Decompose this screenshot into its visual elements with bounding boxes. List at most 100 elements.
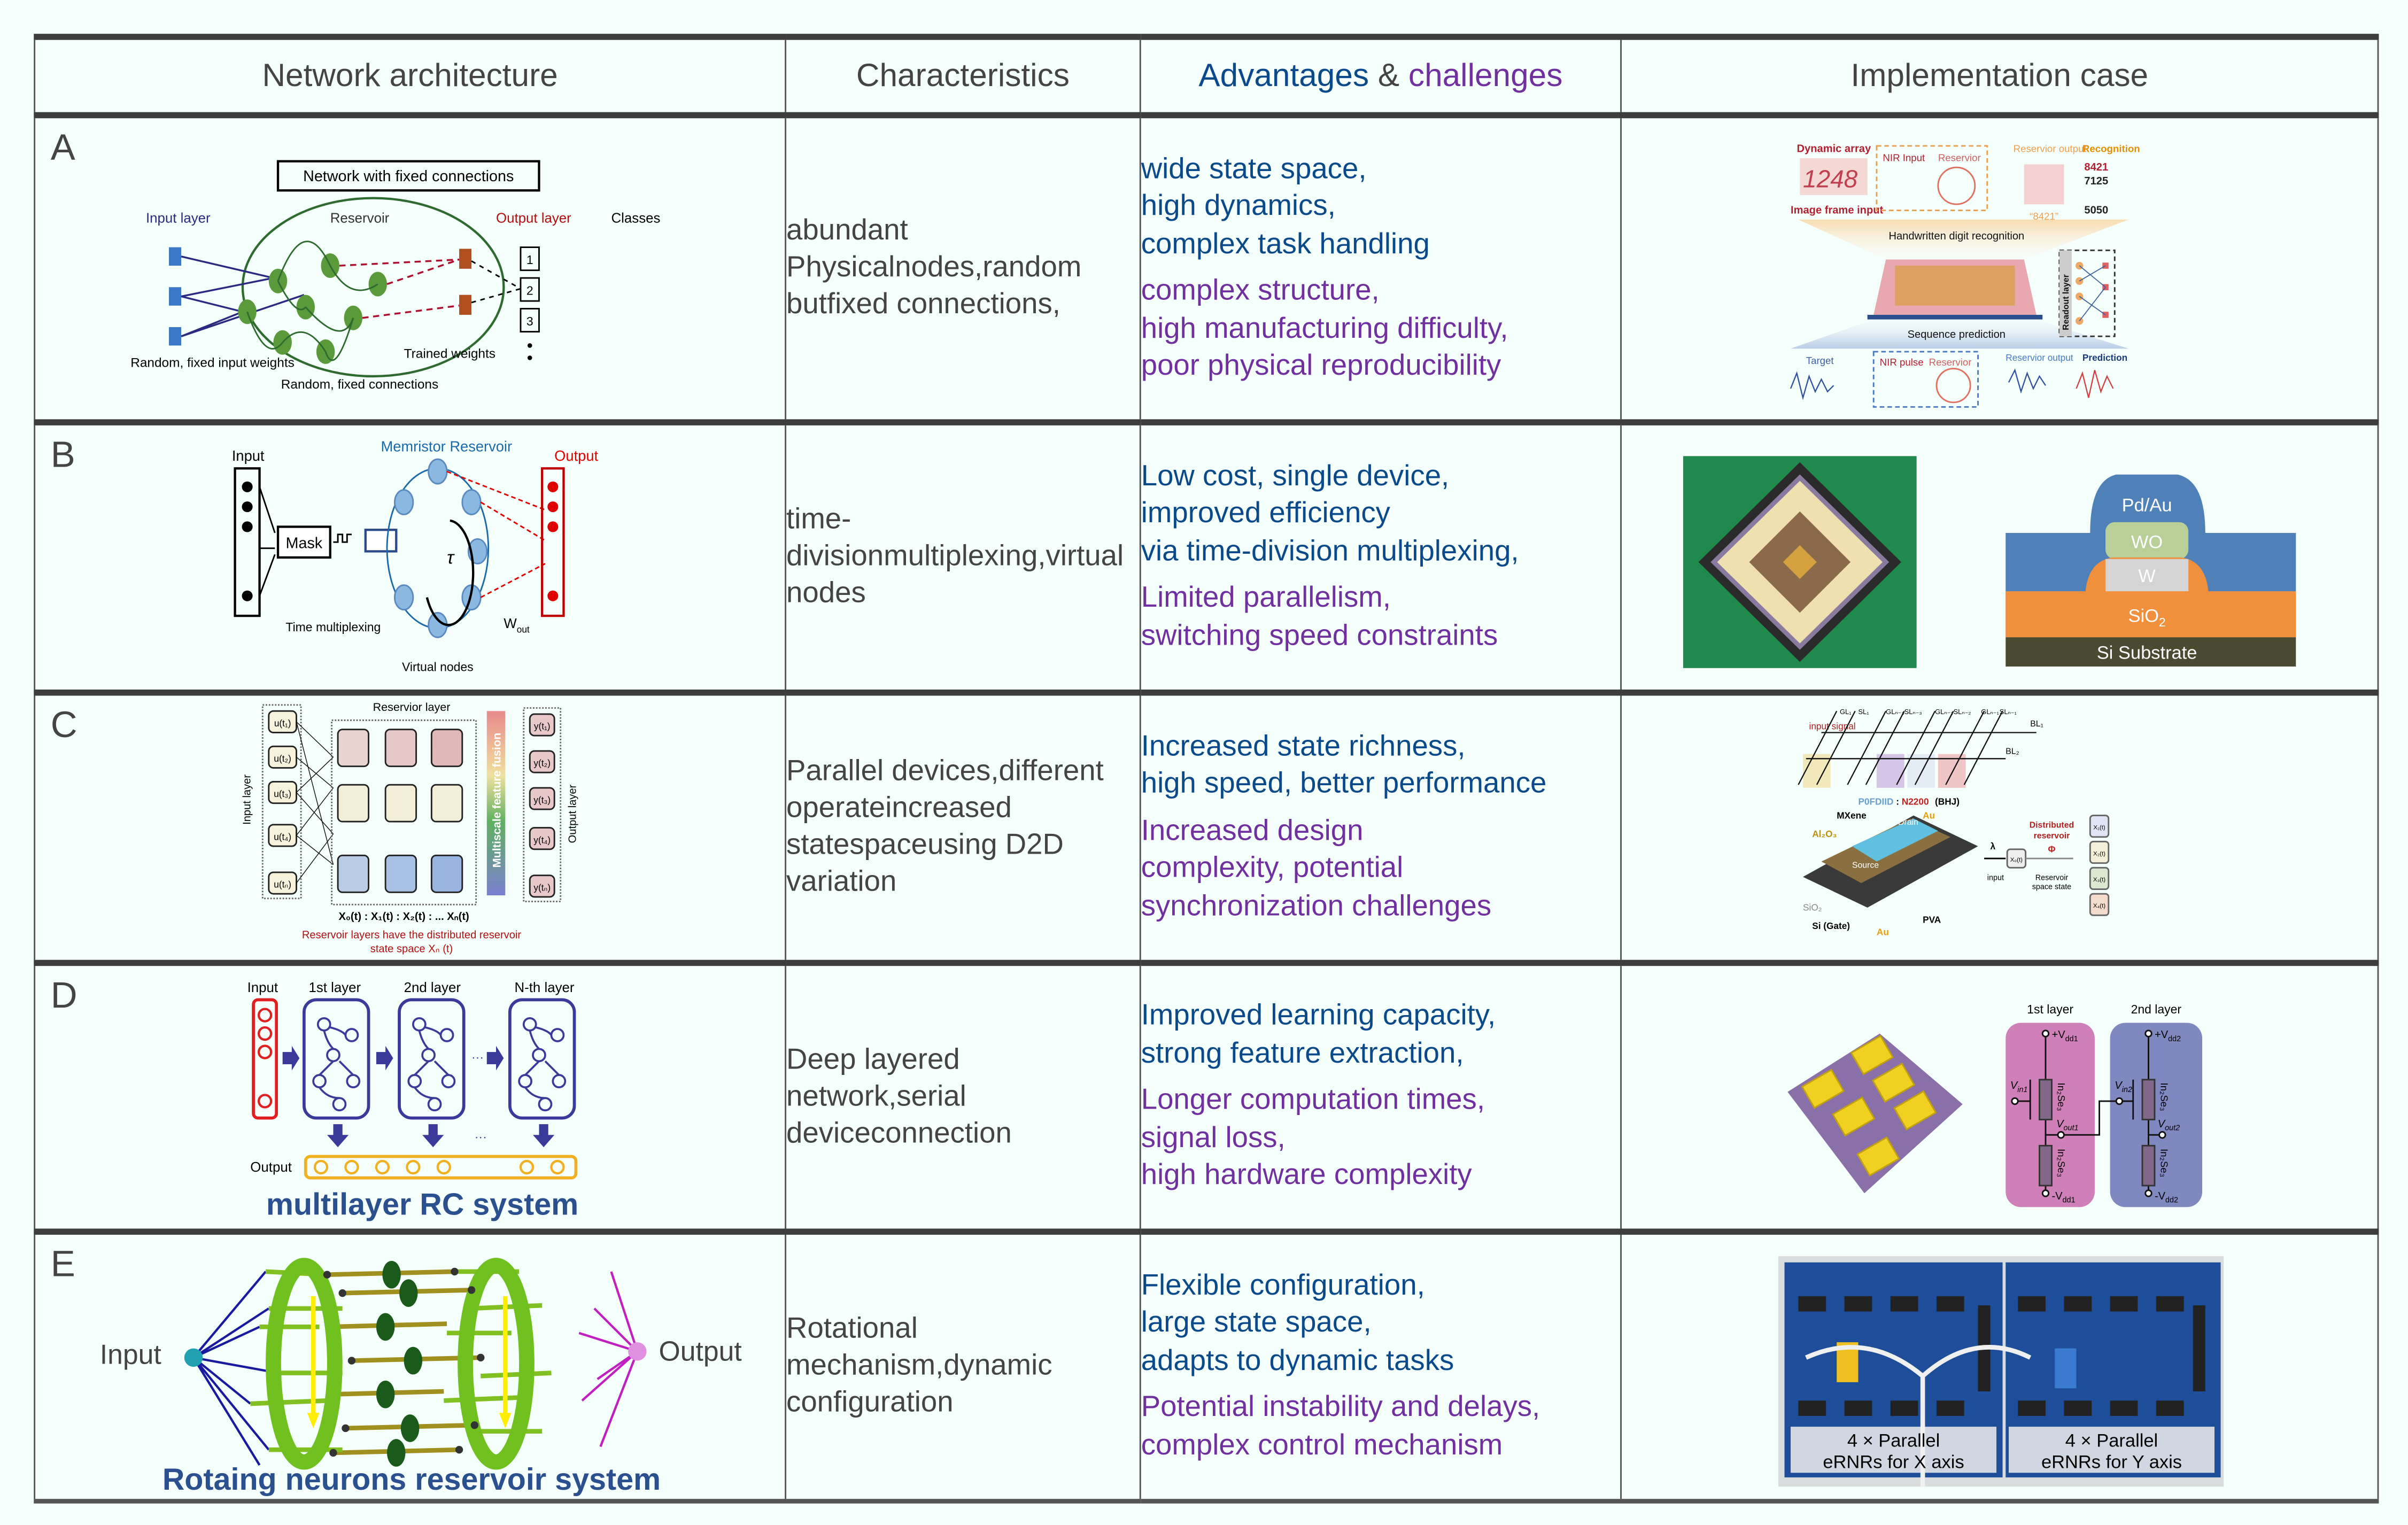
w-layer: [2105, 559, 2189, 592]
in2se3-label-4: In₂Se₃: [2158, 1149, 2170, 1177]
memristor-device-figure: Pd/Au WO W SiO2 Si Substrate: [1683, 456, 2296, 668]
space-state-1: Reservoir: [2035, 873, 2069, 882]
input-layer-label: Input layer: [241, 775, 253, 825]
input-node: [184, 1349, 203, 1367]
reservoir-circle-2: [1935, 368, 1971, 404]
characteristics-text: Parallel devices,different operateincrea…: [786, 754, 1140, 902]
class-1: 1: [526, 253, 533, 267]
quoted-output-label: “8421”: [2030, 211, 2058, 222]
text-line: poor physical reproducibility: [1141, 350, 1501, 383]
input-connections: [296, 721, 334, 884]
resistors: [2039, 1079, 2156, 1187]
text-line: high hardware complexity: [1141, 1159, 1472, 1193]
layer-2-label: 2nd layer: [2131, 1002, 2182, 1016]
text-line: multiplexing,: [884, 540, 1046, 573]
input-arrows: [259, 486, 276, 597]
text-line: complex control mechanism: [1141, 1429, 1503, 1461]
in2se3-circuit-figure: 1st layer 2nd layer +Vdd1: [1787, 1002, 2203, 1207]
output-2: y(t₂): [533, 758, 551, 769]
output-bar: [304, 1155, 578, 1180]
terminals: [2011, 1029, 2166, 1197]
al2o3-label: Al₂O₃: [1812, 829, 1837, 839]
x1-label: X₁(t): [2093, 824, 2105, 831]
rotation-arrowhead: [499, 1413, 512, 1429]
layer-n-label: N-th layer: [514, 980, 574, 995]
delay-loop: [425, 519, 475, 626]
reservoir-label: Reservior: [1938, 152, 1981, 164]
vdd1-pos-label: +Vdd1: [2051, 1029, 2078, 1043]
challenges-list: Limited parallelism,switching speed cons…: [1141, 581, 1620, 656]
x0-label: X₀(t): [2010, 857, 2023, 863]
caption-line-2: state space Xₙ (t): [370, 943, 453, 955]
recognized-3: 5050: [2084, 204, 2108, 216]
text-line: strong feature extraction,: [1141, 1038, 1464, 1070]
drain-label: Drain: [1898, 818, 1918, 827]
text-line: synchronization challenges: [1141, 890, 1492, 923]
in2se3-label-3: In₂Se₃: [2158, 1083, 2170, 1111]
tau-label: τ: [447, 547, 455, 568]
random-input-weights-label: Random, fixed input weights: [130, 356, 295, 370]
ernr-boards-photo: 4 × Parallel eRNRs for X axis 4 × Parall…: [1778, 1256, 2224, 1487]
chips: [1798, 1296, 2205, 1416]
layer-2-panel: [2110, 1023, 2203, 1207]
characteristics-text: Rotational mechanism,dynamic configurati…: [786, 1311, 1140, 1422]
layer-2-label: 2nd layer: [404, 980, 461, 995]
characteristics-cell-b: time-divisionmultiplexing,virtual nodes: [785, 421, 1141, 696]
pva-label: PVA: [1923, 915, 1941, 925]
input-boxes: [268, 710, 297, 895]
target-wave: [1790, 371, 1834, 400]
arch-cell-a: A Network with fixed connections Input l…: [34, 114, 787, 425]
characteristics-text: abundant Physicalnodes,random butfixed c…: [786, 213, 1140, 324]
input-connections: [192, 1271, 278, 1466]
output-label: Output: [250, 1160, 292, 1175]
svg-text:GL₁: GL₁: [1840, 708, 1852, 716]
distributed-reservoir-label: reservoir: [2034, 832, 2070, 841]
characteristics-cell-e: Rotational mechanism,dynamic configurati…: [785, 1230, 1141, 1503]
reservoir-layer-label: Reservior layer: [373, 701, 451, 714]
input-label: input: [1987, 873, 2004, 882]
substrate: [1867, 314, 2043, 320]
pulse-icon: [333, 533, 352, 543]
reservoir-label: Reservoir: [330, 211, 390, 226]
output-n: y(tₙ): [533, 882, 551, 893]
input-column: [234, 467, 261, 617]
class-boxes: [520, 246, 540, 333]
output-node: [628, 1342, 647, 1361]
reservoir-circle: [1937, 166, 1976, 205]
input-label: Input: [100, 1339, 161, 1370]
distributed-label: Distributed: [2030, 821, 2074, 830]
layer-graphs: [312, 1017, 567, 1112]
text-line: time-division: [786, 504, 884, 573]
input-layer-box: [261, 704, 302, 900]
header-characteristics: Characteristics: [785, 34, 1141, 119]
input-n: u(tₙ): [274, 879, 291, 890]
text-line: large state space,: [1141, 1307, 1372, 1340]
phi-label: Φ: [2048, 844, 2055, 855]
input-label: Input: [232, 447, 265, 464]
mask-label: Mask: [286, 535, 323, 552]
challenges-list: Longer computation times,signal loss,hig…: [1141, 1083, 1620, 1196]
layer-si-substrate: Si Substrate: [2097, 643, 2197, 663]
arch-cell-b: B Input Memristor Reservoir Output Mask …: [34, 421, 787, 696]
space-state-2: space state: [2032, 883, 2071, 892]
fixed-network-diagram: Network with fixed connections Input lay…: [130, 160, 660, 392]
output-boxes: [529, 713, 555, 898]
class-connections: [471, 260, 521, 304]
advantages-cell-e: Flexible configuration,large state space…: [1139, 1230, 1622, 1503]
output-weights: [446, 470, 546, 598]
cell-highlights: [1803, 754, 1966, 788]
advantages-cell-a: wide state space,high dynamics,complex t…: [1139, 114, 1622, 425]
x4-label: X₄(t): [2093, 903, 2105, 909]
title-label: Network with fixed connections: [303, 168, 514, 185]
top-beam: [1798, 219, 2129, 260]
layer-1-label: 1st layer: [2027, 1002, 2073, 1016]
advantages-cell-b: Low cost, single device,improved efficie…: [1139, 421, 1622, 696]
neurons: [376, 1261, 423, 1467]
header-advantages-challenges: Advantages & challenges: [1139, 34, 1622, 119]
text-line: Parallel devices,: [786, 755, 999, 788]
input-nodes: [257, 1008, 273, 1109]
reservoir-output-label-2: Reservior output: [2006, 352, 2073, 363]
digit-frames: [1800, 158, 1868, 195]
text-line: improved efficiency: [1141, 498, 1390, 530]
